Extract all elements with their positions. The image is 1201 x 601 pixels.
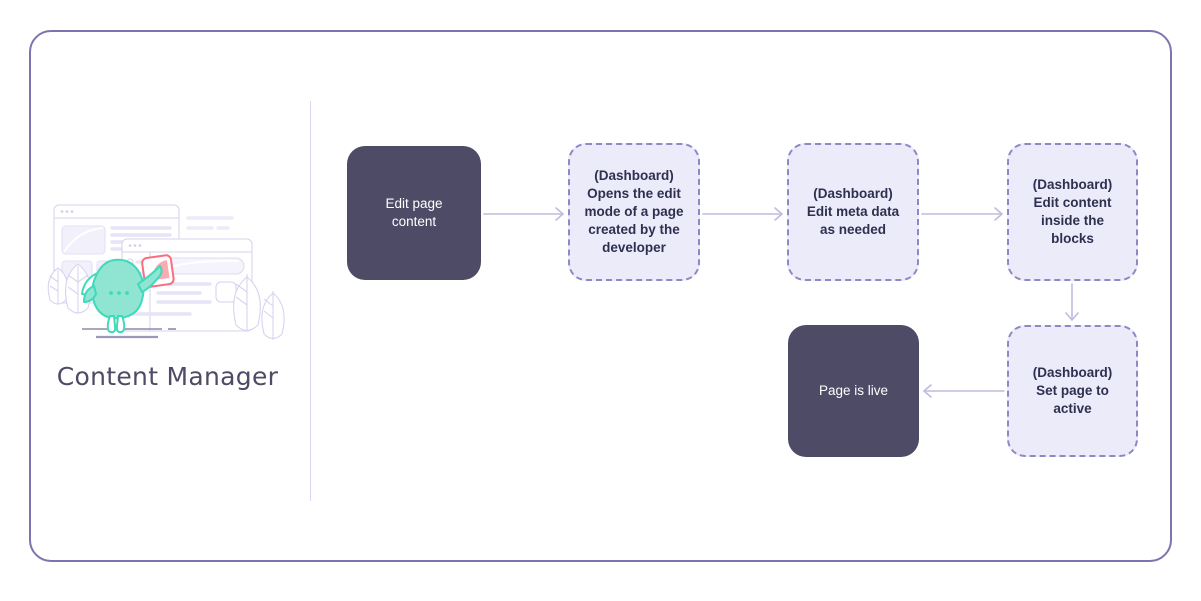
node-open-edit-mode[interactable]: (Dashboard) Opens the edit mode of a pag… bbox=[568, 143, 700, 281]
content-manager-illustration bbox=[47, 204, 285, 340]
node-edit-meta-data[interactable]: (Dashboard) Edit meta data as needed bbox=[787, 143, 919, 281]
left-panel: Content Manager bbox=[40, 190, 295, 410]
node-edit-content-inside-blocks-label: (Dashboard) Edit content inside the bloc… bbox=[1032, 177, 1113, 246]
node-page-is-live-label: Page is live bbox=[818, 383, 889, 399]
page-title: Content Manager bbox=[56, 362, 279, 391]
node-edit-content-inside-blocks[interactable]: (Dashboard) Edit content inside the bloc… bbox=[1007, 143, 1138, 281]
section-divider bbox=[310, 101, 311, 501]
node-open-edit-mode-label: (Dashboard) Opens the edit mode of a pag… bbox=[584, 168, 684, 255]
node-edit-meta-data-label: (Dashboard) Edit meta data as needed bbox=[806, 186, 900, 237]
node-edit-page-content[interactable]: Edit page content bbox=[347, 146, 481, 280]
node-set-page-to-active-label: (Dashboard) Set page to active bbox=[1032, 365, 1113, 416]
node-page-is-live[interactable]: Page is live bbox=[788, 325, 919, 457]
node-set-page-to-active[interactable]: (Dashboard) Set page to active bbox=[1007, 325, 1138, 457]
node-edit-page-content-label: Edit page content bbox=[385, 196, 443, 229]
